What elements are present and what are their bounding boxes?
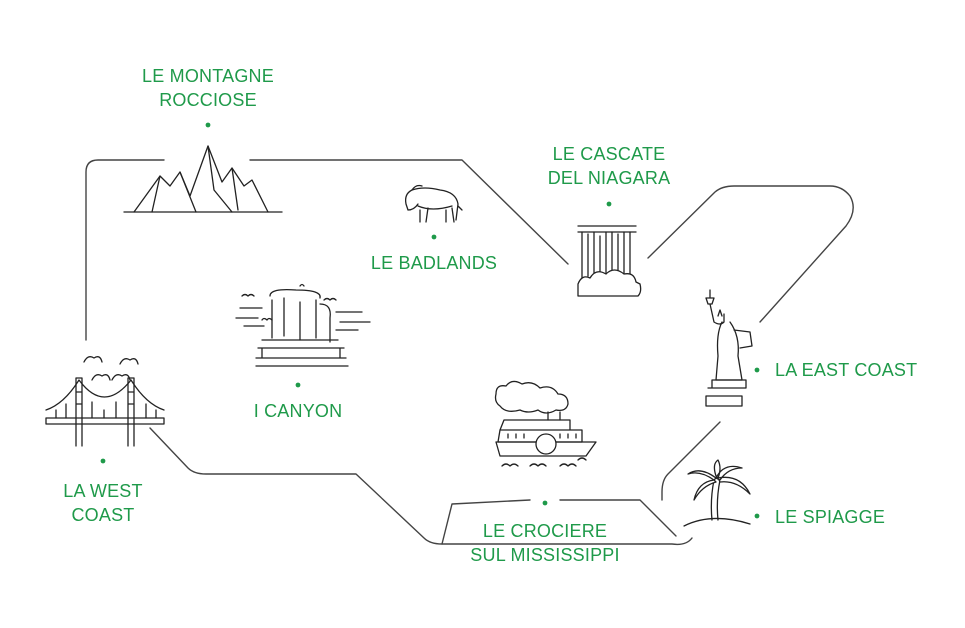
location-dot bbox=[754, 367, 760, 373]
label-line: COAST bbox=[71, 505, 135, 525]
palm-island-icon bbox=[683, 459, 751, 527]
label-line: LA WEST bbox=[63, 481, 143, 501]
route-line bbox=[149, 427, 693, 546]
location-dot bbox=[295, 382, 301, 388]
label-line: DEL NIAGARA bbox=[547, 168, 671, 188]
route-line bbox=[249, 159, 569, 265]
route-line bbox=[661, 421, 721, 501]
canyon-icon bbox=[235, 283, 371, 367]
label-canyons: I CANYON bbox=[253, 401, 343, 421]
statue-of-liberty-icon bbox=[705, 289, 753, 407]
location-dot bbox=[754, 513, 760, 519]
label-rocky-mountains: LE MONTAGNE ROCCIOSE bbox=[118, 64, 298, 112]
label-east-coast: LA EAST COAST bbox=[775, 360, 918, 380]
location-dot bbox=[606, 201, 612, 207]
label-line: LE CROCIERE bbox=[482, 521, 608, 541]
label-mississippi-cruises: LE CROCIERE SUL MISSISSIPPI bbox=[445, 519, 645, 567]
route-line bbox=[85, 159, 165, 341]
label-niagara-falls: LE CASCATE DEL NIAGARA bbox=[519, 142, 699, 190]
route-line bbox=[441, 499, 677, 545]
label-line: ROCCIOSE bbox=[159, 90, 257, 110]
golden-gate-bridge-icon bbox=[45, 356, 165, 447]
label-line: LE CASCATE bbox=[552, 144, 666, 164]
mountains-icon bbox=[123, 145, 283, 213]
label-badlands: LE BADLANDS bbox=[370, 253, 498, 273]
bison-icon bbox=[404, 184, 463, 223]
label-line: SUL MISSISSIPPI bbox=[470, 545, 620, 565]
location-dot bbox=[431, 234, 437, 240]
location-dot bbox=[100, 458, 106, 464]
label-west-coast: LA WEST COAST bbox=[13, 479, 193, 527]
label-line: LE MONTAGNE bbox=[142, 66, 274, 86]
label-beaches: LE SPIAGGE bbox=[775, 507, 886, 527]
steamboat-icon bbox=[494, 380, 597, 467]
route-line bbox=[647, 185, 854, 323]
location-dot bbox=[542, 500, 548, 506]
waterfall-icon bbox=[577, 225, 642, 297]
location-dot bbox=[205, 122, 211, 128]
